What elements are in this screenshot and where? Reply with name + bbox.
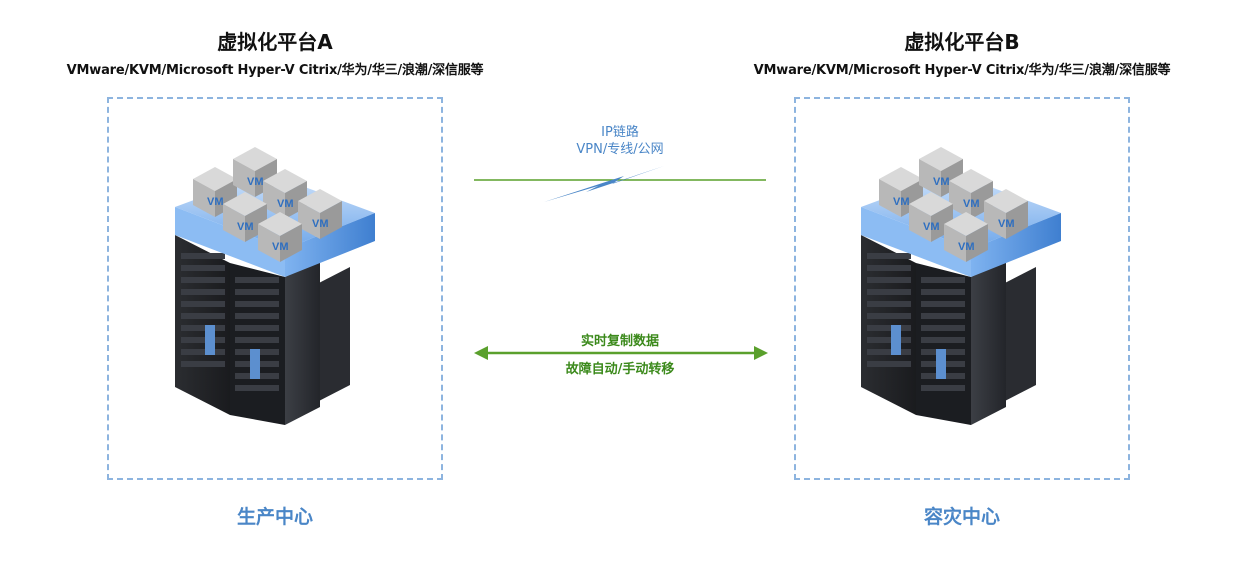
- ip-link-lightning-icon: [474, 166, 766, 202]
- link-type-label: IP链路: [601, 125, 639, 140]
- platform-a-title: 虚拟化平台A: [217, 30, 333, 54]
- vm-label: VM: [237, 221, 254, 233]
- dr-server-rack-icon: VM VM VM VM VM VM: [861, 147, 1061, 425]
- vm-label: VM: [963, 198, 980, 210]
- vm-label: VM: [893, 196, 910, 208]
- vm-label: VM: [247, 176, 264, 188]
- platform-a-subtitle: VMware/KVM/Microsoft Hyper-V Citrix/华为/华…: [66, 63, 484, 78]
- failover-label: 故障自动/手动转移: [565, 362, 675, 377]
- vm-label: VM: [923, 221, 940, 233]
- bidirectional-arrow-icon: [474, 346, 768, 360]
- replication-label: 实时复制数据: [580, 334, 659, 349]
- dr-zone-box: [794, 97, 1130, 480]
- vm-label: VM: [933, 176, 950, 188]
- vm-label: VM: [277, 198, 294, 210]
- vm-label: VM: [272, 241, 289, 253]
- dr-center-label: 容灾中心: [923, 506, 1000, 528]
- vm-label: VM: [998, 218, 1015, 230]
- vm-label: VM: [207, 196, 224, 208]
- production-server-rack-icon: VM VM VM VM VM VM: [175, 147, 375, 425]
- production-zone-box: [107, 97, 443, 480]
- platform-b-subtitle: VMware/KVM/Microsoft Hyper-V Citrix/华为/华…: [753, 63, 1171, 78]
- platform-b-title: 虚拟化平台B: [904, 30, 1020, 54]
- production-center-label: 生产中心: [236, 506, 313, 528]
- vm-label: VM: [312, 218, 329, 230]
- vm-label: VM: [958, 241, 975, 253]
- link-medium-label: VPN/专线/公网: [576, 142, 664, 157]
